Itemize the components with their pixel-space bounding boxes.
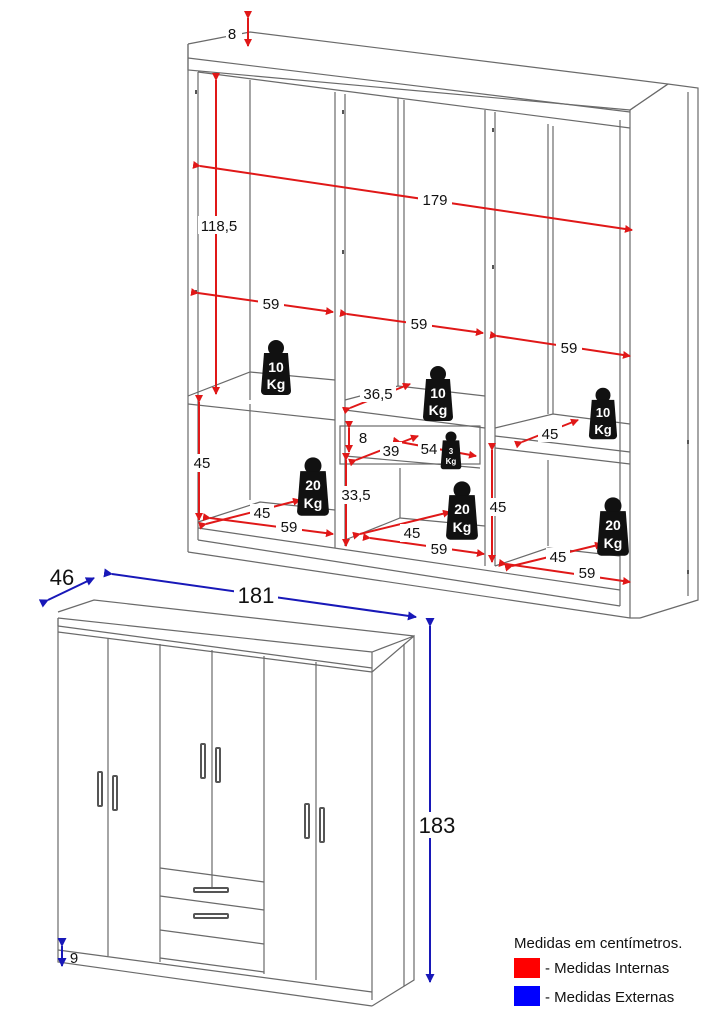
svg-text:Kg: Kg	[594, 422, 611, 437]
svg-text:Kg: Kg	[429, 402, 448, 418]
weight-20kg-right: 20 Kg	[597, 497, 629, 556]
dim-full-width	[192, 161, 633, 233]
label-center-shelf-depth: 36,5	[363, 386, 392, 403]
dim-center-lower-depth	[352, 509, 451, 540]
legend-title: Medidas em centímetros.	[514, 935, 682, 952]
svg-text:3: 3	[449, 447, 454, 456]
label-right-upper-width: 59	[561, 340, 578, 357]
dim-ext-depth	[38, 577, 95, 608]
legend-external-label: - Medidas Externas	[545, 989, 674, 1006]
label-ext-base: 9	[70, 950, 78, 967]
label-drawer-depth: 39	[383, 443, 400, 460]
dim-left-lower-width	[202, 513, 334, 538]
internal-dimension-labels: 8 179 118,5 59 59 59 36,5 45 8 39 54 45 …	[190, 24, 600, 582]
svg-text:10: 10	[430, 385, 446, 401]
closed-wardrobe-drawing	[57, 599, 415, 1007]
label-right-lower-width: 59	[579, 565, 596, 582]
svg-text:Kg: Kg	[453, 519, 472, 535]
label-left-upper-width: 59	[263, 296, 280, 313]
weight-20kg-center: 20 Kg	[446, 481, 478, 540]
weight-10kg-right: 10 Kg	[588, 387, 618, 440]
svg-text:20: 20	[305, 477, 321, 493]
svg-text:Kg: Kg	[446, 457, 457, 466]
svg-text:20: 20	[605, 517, 621, 533]
weight-icons: 10 Kg 10 Kg 10 Kg 3 Kg 20 Kg 20 Kg	[261, 340, 629, 556]
weight-20kg-left: 20 Kg	[297, 457, 329, 516]
weight-3kg-drawer: 3 Kg	[440, 431, 462, 470]
label-drawer-height: 8	[359, 430, 367, 447]
label-right-lower-height: 45	[490, 499, 507, 516]
label-center-upper-width: 59	[411, 316, 428, 333]
label-right-mid-depth: 45	[542, 426, 559, 443]
svg-text:Kg: Kg	[604, 535, 623, 551]
weight-10kg-left: 10 Kg	[261, 340, 291, 395]
label-right-lower-depth: 45	[550, 549, 567, 566]
label-top-panel: 8	[228, 26, 236, 43]
door-handles	[97, 743, 325, 919]
label-ext-width: 181	[238, 583, 275, 608]
label-ext-depth: 46	[50, 565, 74, 590]
legend-internal-label: - Medidas Internas	[545, 960, 669, 977]
svg-text:10: 10	[268, 359, 284, 375]
label-center-lower-depth: 45	[404, 525, 421, 542]
label-drawer-width: 54	[421, 441, 438, 458]
label-ext-height: 183	[419, 813, 456, 838]
label-full-width: 179	[422, 192, 447, 209]
label-center-lower-width: 59	[431, 541, 448, 558]
external-dimension-labels: 46 181 183 9	[50, 565, 460, 967]
label-upper-height: 118,5	[201, 218, 237, 235]
label-center-lower-height: 33,5	[341, 487, 370, 504]
svg-text:Kg: Kg	[304, 495, 323, 511]
svg-text:Kg: Kg	[267, 376, 286, 392]
legend-internal-swatch	[514, 958, 540, 978]
weight-10kg-center: 10 Kg	[423, 366, 453, 421]
internal-dimensions	[190, 11, 633, 585]
external-dimensions	[38, 568, 435, 983]
label-left-lower-width: 59	[281, 519, 298, 536]
label-left-lower-depth: 45	[254, 505, 271, 522]
svg-text:10: 10	[596, 405, 610, 420]
legend-external-swatch	[514, 986, 540, 1006]
svg-text:20: 20	[454, 501, 470, 517]
label-left-lower-height: 45	[194, 455, 211, 472]
dim-right-lower-width	[498, 559, 631, 585]
legend: Medidas em centímetros. - Medidas Intern…	[514, 935, 682, 1006]
